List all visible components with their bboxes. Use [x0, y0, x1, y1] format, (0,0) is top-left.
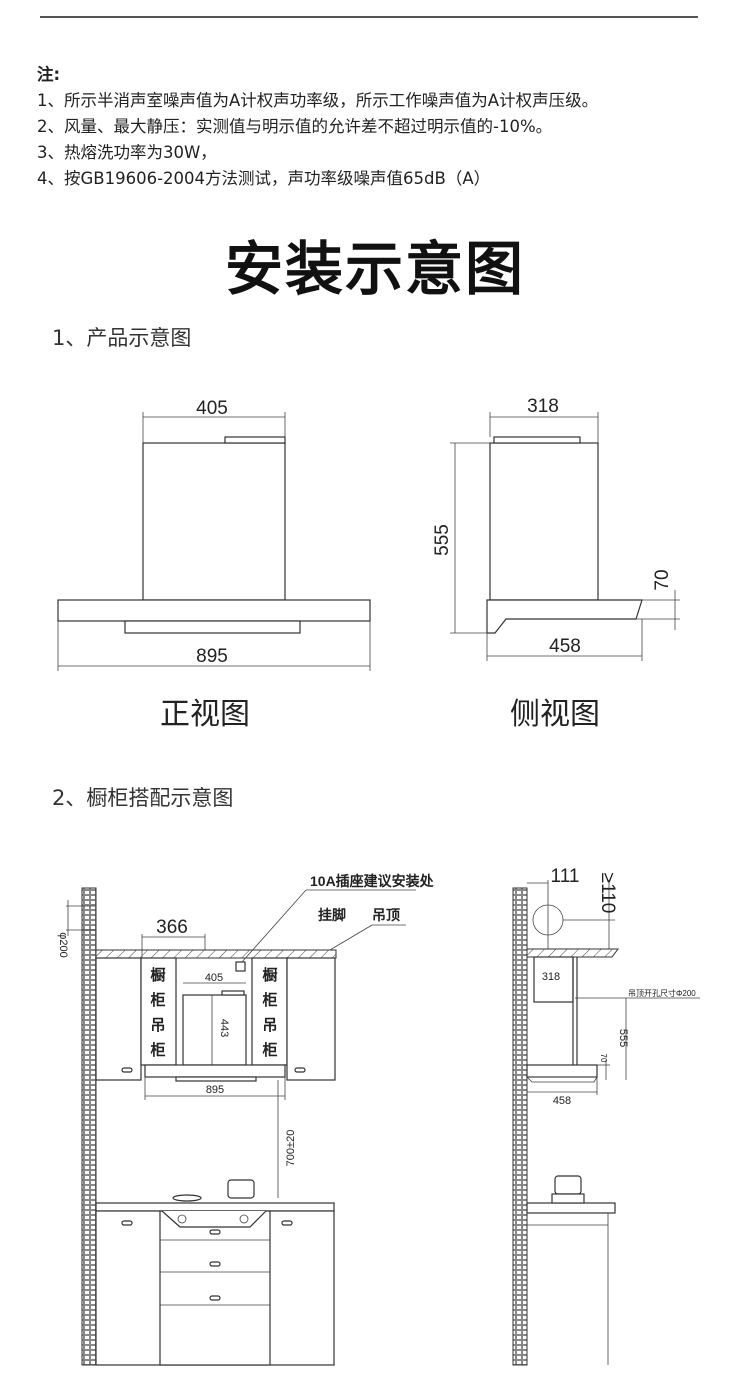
cab-right-4: 柜	[261, 1041, 277, 1059]
note-item: 2、风量、最大静压：实测值与明示值的允许差不超过明示值的-10%。	[37, 117, 553, 136]
cab-right-3: 吊	[262, 1017, 277, 1034]
hanging-foot-label: 挂脚	[318, 907, 346, 923]
ceiling-label: 吊顶	[372, 907, 400, 923]
side-dim-110: ≥110	[597, 873, 618, 914]
notes: 注: 1、所示半消声室噪声值为A计权声功率级，所示工作噪声值为A计权声压级。 2…	[37, 62, 598, 192]
cabinet-side-diagram: 111 ≥110 318 吊顶开孔尺寸Φ200 555 70 458	[512, 866, 700, 1366]
note-item: 4、按GB19606-2004方法测试，声功率级噪声值65dB（A）	[37, 169, 491, 188]
page-title: 安装示意图	[224, 235, 525, 303]
front-dim-405: 405	[196, 398, 228, 419]
side-dim-555: 555	[432, 524, 453, 556]
dim-895: 895	[206, 1084, 224, 1096]
side-dim-555b: 555	[617, 1029, 629, 1047]
side-dim-318: 318	[527, 396, 559, 417]
dim-700: 700±20	[285, 1130, 297, 1167]
cab-left-1: 橱	[150, 966, 165, 984]
front-view: 405 895 正视图	[57, 398, 371, 731]
cab-right-1: 橱	[262, 966, 277, 984]
cab-left-2: 柜	[149, 991, 165, 1009]
side-dim-70: 70	[652, 569, 673, 590]
side-dim-318b: 318	[542, 971, 560, 983]
notes-heading: 注:	[37, 65, 61, 84]
note-item: 1、所示半消声室噪声值为A计权声功率级，所示工作噪声值为A计权声压级。	[37, 91, 599, 110]
front-dim-895: 895	[196, 646, 228, 667]
side-view-caption: 侧视图	[510, 698, 600, 731]
side-view: 318 555 70 458 侧视图	[432, 396, 680, 731]
section1-heading: 1、产品示意图	[52, 326, 192, 350]
dim-366: 366	[156, 917, 188, 938]
dim-phi-200: φ200	[57, 932, 69, 958]
side-dim-111: 111	[551, 866, 580, 887]
hole-note: 吊顶开孔尺寸Φ200	[628, 988, 696, 998]
front-view-caption: 正视图	[160, 698, 250, 731]
dim-405: 405	[205, 972, 223, 984]
cab-left-3: 吊	[150, 1017, 165, 1034]
side-dim-458b: 458	[553, 1095, 571, 1107]
side-dim-70b: 70	[599, 1054, 608, 1063]
note-item: 3、热熔洗功率为30W，	[37, 143, 217, 162]
top-divider	[40, 16, 698, 18]
side-dim-458: 458	[549, 636, 581, 657]
cab-right-2: 柜	[261, 991, 277, 1009]
section2-heading: 2、橱柜搭配示意图	[52, 786, 234, 810]
socket-note: 10A插座建议安装处	[310, 873, 435, 889]
dim-443: 443	[218, 1019, 230, 1037]
cab-left-4: 柜	[149, 1041, 165, 1059]
cabinet-front-diagram: φ200 366 405 443 895 700±20 橱	[57, 873, 435, 1366]
